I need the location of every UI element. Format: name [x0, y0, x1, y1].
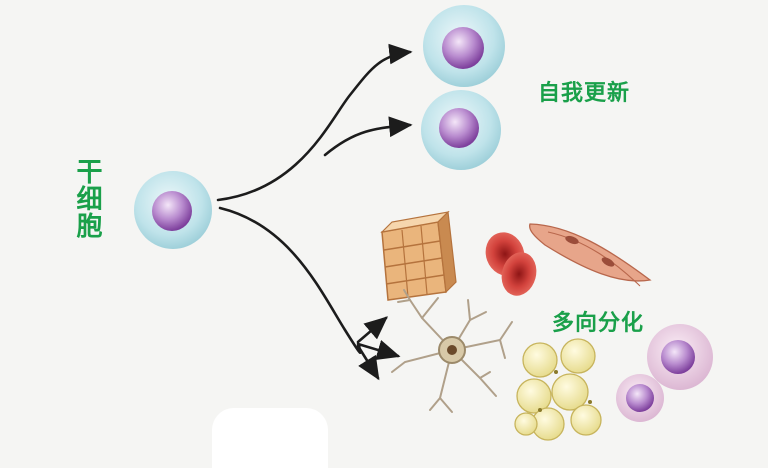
neuron-icon: [391, 289, 513, 413]
smooth-muscle-cell-icon: [529, 223, 652, 287]
arrows: [216, 43, 413, 381]
blood-cell-icon: [647, 324, 713, 390]
fat-cell-icon: [514, 338, 602, 441]
blank-area: [212, 408, 328, 468]
multipotent-differentiation-label: 多向分化: [552, 311, 645, 336]
muscle-tissue-icon: [380, 210, 457, 301]
stem-cell-diagram: 干细胞 自我更新 多向分化: [72, 5, 713, 468]
stem-cell-label: 干细胞: [72, 158, 102, 239]
arrow-renewal-upper: [216, 43, 413, 202]
arrow-diff-right: [356, 340, 401, 360]
arrow-diff-down: [356, 344, 380, 381]
diagram-canvas: [134, 5, 713, 441]
blood-cell-icon: [616, 374, 664, 422]
arrow-diff-up: [356, 316, 388, 344]
self-renewal-label: 自我更新: [538, 81, 631, 106]
daughter-stem-cell-icon: [421, 90, 501, 170]
stem-cell-icon: [134, 171, 212, 249]
arrow-differentiation: [218, 206, 362, 355]
daughter-stem-cell-icon: [423, 5, 505, 87]
red-blood-cell-icon: [485, 232, 537, 296]
arrow-renewal-lower: [323, 116, 413, 157]
